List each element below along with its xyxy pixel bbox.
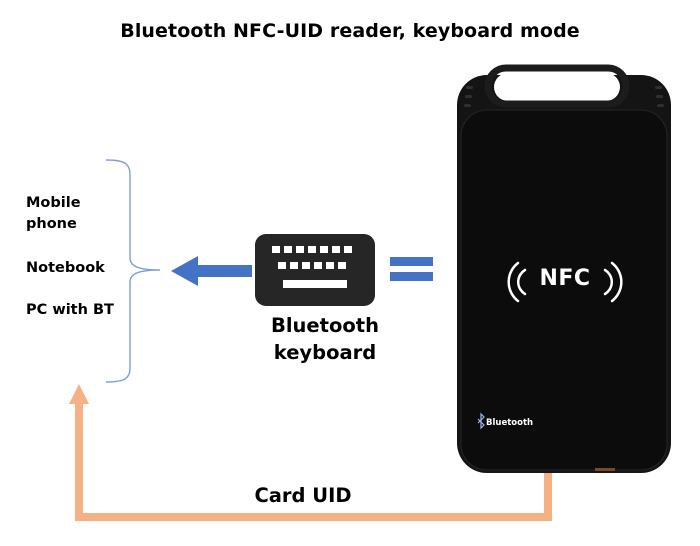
device-pc-with-bt: PC with BT [26,302,114,318]
keyboard-icon [255,234,375,306]
bluetooth-icon [477,412,485,430]
uid-arrow [69,384,552,521]
bracket-icon [105,159,161,383]
device-notebook: Notebook [26,260,105,276]
diagram-title: Bluetooth NFC-UID reader, keyboard mode [120,20,580,42]
device-mobile-phone: Mobile phone [26,195,81,232]
left-arrow-icon [171,256,252,286]
nfc-reader-device [457,64,671,473]
equals-icon [390,257,433,281]
bluetooth-keyboard-label: Bluetooth keyboard [271,314,379,364]
card-uid-label: Card UID [254,484,352,507]
nfc-wave-icon [507,261,623,303]
bluetooth-logo-text: Bluetooth [486,418,534,428]
nfc-logo-text: NFC [539,266,591,291]
